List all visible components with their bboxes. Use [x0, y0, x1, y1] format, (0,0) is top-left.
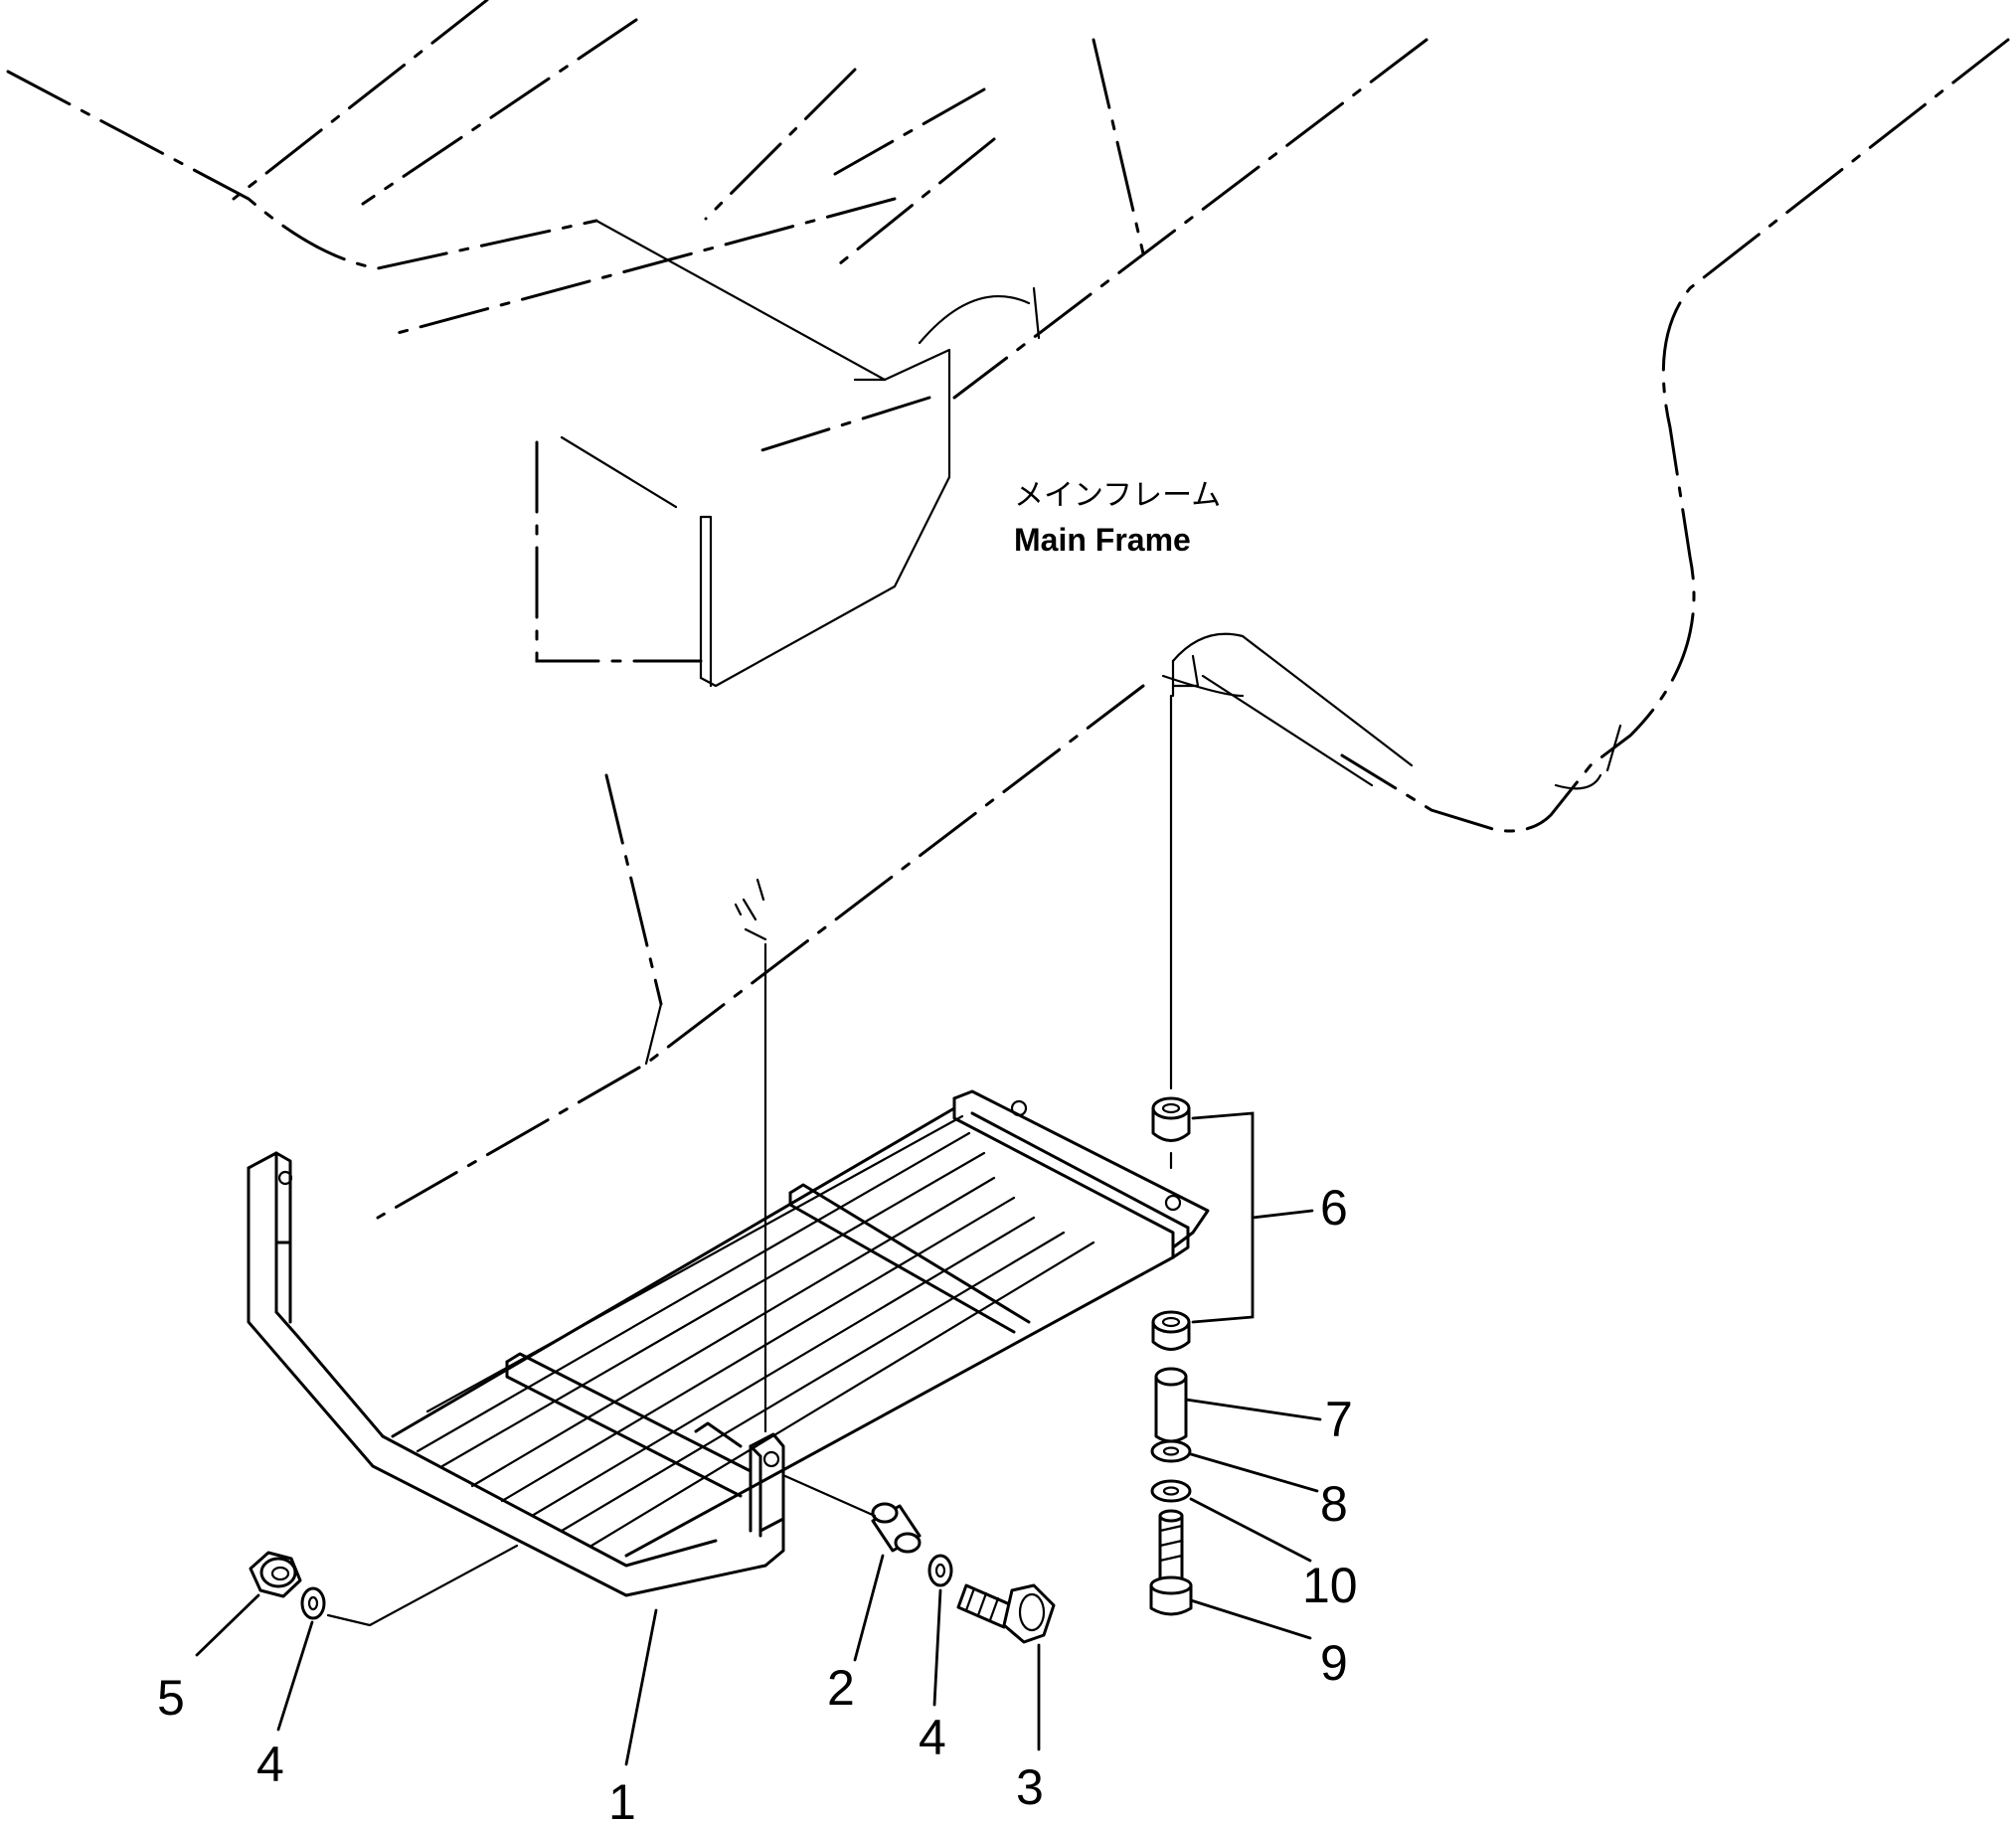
callout-4-left: 4 — [256, 1737, 284, 1792]
washer-left-part — [300, 1586, 326, 1620]
step-assembly — [247, 1089, 1210, 1597]
bolt-vertical-part — [1149, 1509, 1193, 1616]
frame-label-english: Main Frame — [1014, 522, 1191, 558]
callout-2: 2 — [827, 1660, 855, 1716]
main-frame-label: メインフレーム Main Frame — [1014, 478, 1221, 558]
leader-lines — [195, 1111, 1322, 1766]
bushing-part — [871, 1502, 922, 1554]
callout-4-right: 4 — [919, 1710, 946, 1765]
collar-part — [1154, 1367, 1188, 1443]
nut-axis-line — [326, 1544, 519, 1627]
lock-washer-part — [1150, 1479, 1192, 1503]
lower-spacer-part — [1151, 1310, 1191, 1351]
washer-part — [1150, 1439, 1192, 1463]
callout-5: 5 — [157, 1670, 185, 1726]
frame-label-japanese: メインフレーム — [1014, 478, 1221, 513]
main-frame-outline — [6, 0, 2010, 1220]
callout-6: 6 — [1320, 1180, 1348, 1236]
upper-spacer-part — [1151, 1096, 1191, 1142]
callout-7: 7 — [1325, 1392, 1353, 1447]
callout-9: 9 — [1320, 1635, 1348, 1691]
callout-3: 3 — [1016, 1759, 1044, 1815]
nut-part — [249, 1551, 302, 1598]
callout-numbers: 6 7 8 10 9 3 4 2 1 4 5 — [157, 1180, 1358, 1822]
bolt-horizontal-part — [956, 1583, 1056, 1644]
bolt-axis-line — [783, 1474, 877, 1518]
callout-10: 10 — [1302, 1558, 1358, 1613]
washer-right-part — [927, 1554, 953, 1587]
callout-8: 8 — [1320, 1476, 1348, 1532]
callout-1: 1 — [608, 1774, 636, 1822]
